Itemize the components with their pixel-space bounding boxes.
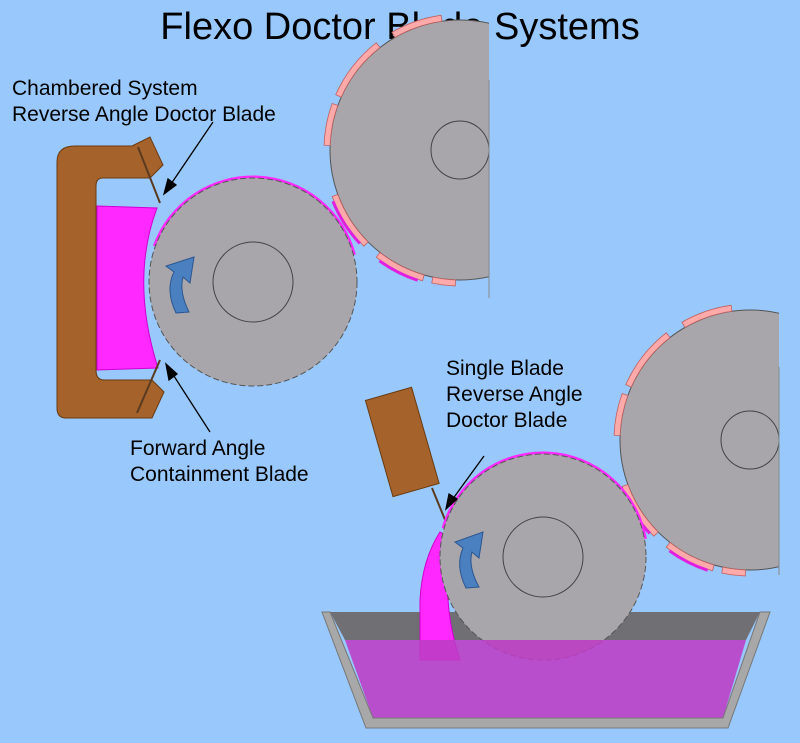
anilox-roller-top xyxy=(148,175,358,387)
reverse-doctor-blade-top xyxy=(137,146,161,204)
anilox-roller-top-hub xyxy=(212,241,294,323)
rotation-arrow-bottom xyxy=(453,531,484,589)
ink-tray xyxy=(321,611,771,729)
rotation-arrow-top xyxy=(164,256,195,314)
printing-plate xyxy=(681,304,733,328)
printing-plate xyxy=(625,332,671,388)
leader-chambered xyxy=(170,121,214,185)
blade-holder xyxy=(364,386,440,498)
leader-forward xyxy=(171,372,211,433)
label-chambered-system: Chambered System xyxy=(12,77,198,100)
printing-plates-top xyxy=(323,14,456,287)
plate-cylinder-bottom-hub xyxy=(720,410,779,470)
blade-holder-body xyxy=(364,386,440,498)
leader-arrows xyxy=(162,121,485,511)
plate-ink xyxy=(378,259,419,282)
anilox-roller-bottom xyxy=(439,451,647,661)
anilox-roller-bottom-hub xyxy=(502,516,584,598)
label-single-blade: Single Blade xyxy=(446,357,564,380)
plate-cylinder-top-hub xyxy=(430,120,489,180)
plate-cylinder-bottom xyxy=(613,304,779,577)
chamber-frame xyxy=(56,136,165,419)
plate-cylinder-top xyxy=(323,14,489,287)
printing-plate xyxy=(335,42,381,98)
plate-cylinder-bottom-body xyxy=(619,309,779,571)
printing-plate xyxy=(431,276,456,287)
printing-plate xyxy=(323,102,339,146)
label-reverse-angle: Reverse Angle xyxy=(446,383,583,406)
printing-plate xyxy=(613,392,629,436)
tray-ink xyxy=(345,640,746,718)
printing-plate xyxy=(721,566,746,577)
label-containment-blade: Containment Blade xyxy=(130,463,309,486)
anilox-bottom-ink-film xyxy=(441,451,647,540)
leader-forward-head xyxy=(165,362,179,382)
leader-single-head xyxy=(444,492,459,511)
plate-ink xyxy=(668,549,709,572)
label-reverse-angle-doctor-blade: Reverse Angle Doctor Blade xyxy=(12,103,276,126)
forward-containment-blade xyxy=(136,359,161,414)
leader-single xyxy=(451,455,485,501)
label-forward-angle: Forward Angle xyxy=(130,437,266,460)
leader-chambered-head xyxy=(162,177,178,196)
chamber-ink xyxy=(96,205,159,371)
anilox-top-ink-film xyxy=(152,175,356,256)
plate-ink xyxy=(331,200,361,245)
printing-plates-bottom xyxy=(613,304,746,577)
plate-cylinder-top-body xyxy=(329,19,489,281)
printing-plate xyxy=(391,14,443,38)
label-doctor-blade: Doctor Blade xyxy=(446,409,568,432)
